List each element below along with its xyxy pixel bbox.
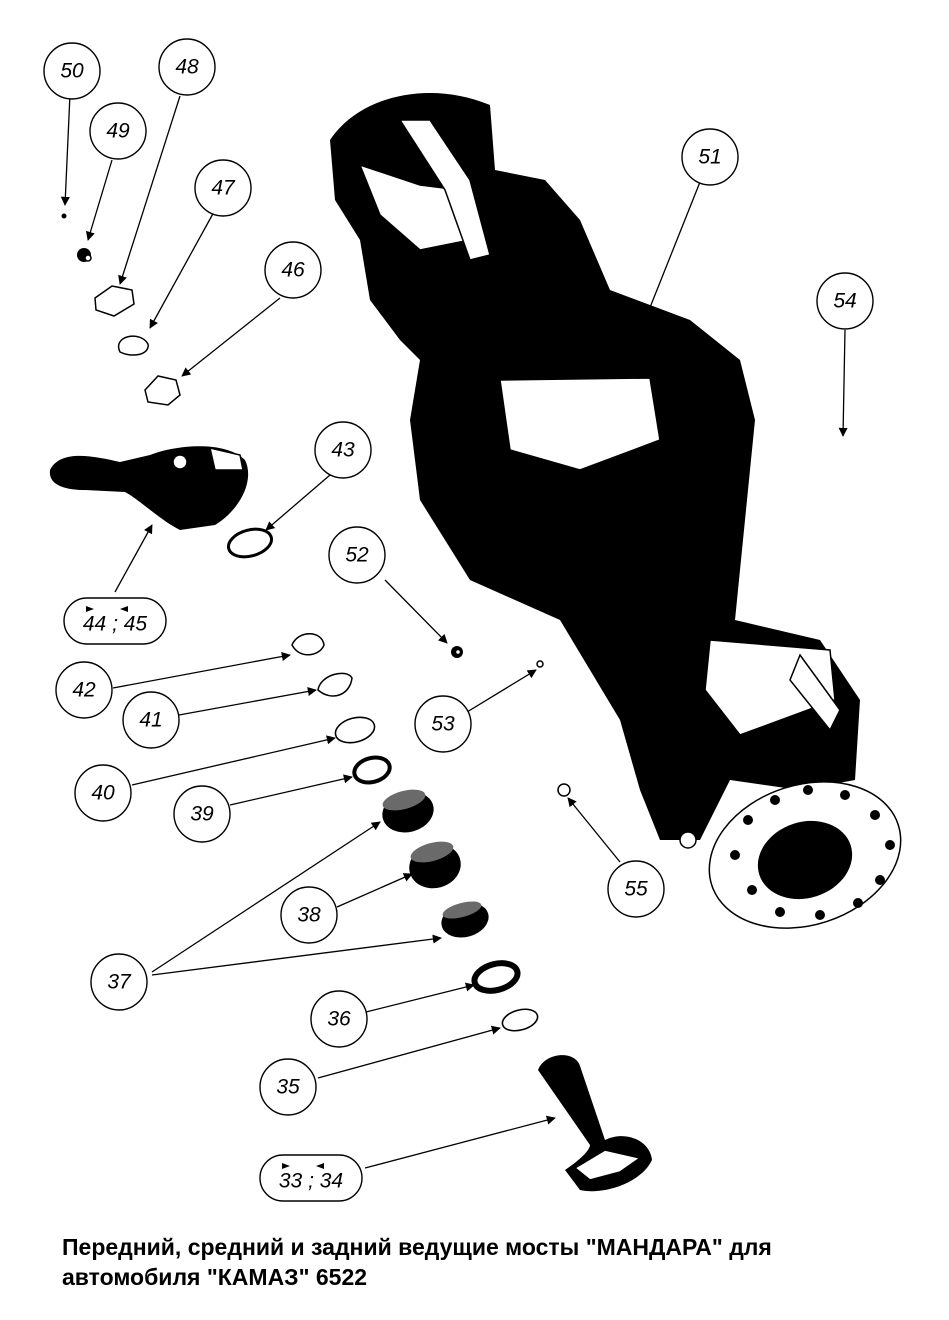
- svg-text:40: 40: [91, 782, 115, 805]
- part-43-ring: [226, 527, 274, 559]
- callout-50: 50: [43, 42, 101, 100]
- part-48-washer: [94, 285, 135, 317]
- callout-42: 42: [55, 661, 113, 719]
- part-41-washer: [317, 672, 353, 697]
- part-49-nut: [77, 248, 92, 262]
- diagram-caption: Передний, средний и задний ведущие мосты…: [62, 1232, 922, 1292]
- callout-41: 41: [122, 691, 180, 749]
- callout-38: 38: [280, 886, 338, 944]
- callout-35: 35: [259, 1058, 317, 1116]
- svg-text:39: 39: [190, 803, 214, 826]
- callout-52: 52: [328, 526, 386, 584]
- caption-line-2: автомобиля "КАМАЗ" 6522: [62, 1264, 368, 1290]
- part-36-ring: [471, 960, 521, 994]
- axle-housing-part: [330, 92, 902, 929]
- svg-text:46: 46: [281, 259, 305, 282]
- callout-37: 37: [90, 953, 148, 1011]
- part-42-washer: [291, 633, 325, 656]
- callout-40: 40: [74, 764, 132, 822]
- part-52-nut: [451, 646, 463, 658]
- part-50-dot: [61, 213, 67, 219]
- part-35-ring: [501, 1008, 539, 1032]
- svg-text:38: 38: [297, 904, 321, 927]
- callout-47: 47: [194, 159, 252, 217]
- callout-46: 46: [264, 241, 322, 299]
- svg-text:43: 43: [331, 439, 355, 462]
- svg-text:33 ; 34: 33 ; 34: [279, 1170, 343, 1193]
- leader-lines: [60, 93, 848, 1169]
- callout-53: 53: [414, 695, 472, 753]
- part-37-bushing-lower: [441, 901, 489, 938]
- part-33-34-pin: [538, 1055, 652, 1192]
- callout-54: 54: [816, 272, 874, 330]
- svg-text:48: 48: [175, 56, 199, 79]
- svg-text:47: 47: [211, 177, 236, 200]
- callout-43: 43: [314, 421, 372, 479]
- callout-55: 55: [607, 860, 665, 918]
- part-44-45-lever: [49, 446, 249, 530]
- svg-text:51: 51: [698, 146, 721, 169]
- svg-text:44 ; 45: 44 ; 45: [83, 613, 148, 636]
- exploded-parts-diagram: 50 49 48 47 46 51 54 43 52 44 ; 45 42 41…: [43, 38, 902, 1202]
- svg-text:36: 36: [327, 1008, 351, 1031]
- part-47-ring: [117, 335, 149, 356]
- part-46-gasket: [144, 375, 181, 406]
- svg-text:50: 50: [60, 60, 84, 83]
- callout-49: 49: [89, 102, 147, 160]
- svg-text:49: 49: [106, 120, 130, 143]
- part-39-ring: [352, 755, 392, 785]
- callout-36: 36: [310, 990, 368, 1048]
- svg-text:52: 52: [345, 544, 369, 567]
- callout-51: 51: [681, 128, 739, 186]
- callout-44-45: 44 ; 45: [63, 597, 167, 645]
- svg-text:35: 35: [276, 1076, 300, 1099]
- part-53-bolt: [536, 660, 544, 668]
- svg-text:41: 41: [139, 709, 162, 732]
- svg-text:37: 37: [107, 971, 132, 994]
- part-38-bushing: [409, 841, 461, 889]
- callout-33-34: 33 ; 34: [259, 1154, 363, 1202]
- svg-text:55: 55: [624, 878, 648, 901]
- part-55-nut: [557, 783, 571, 797]
- part-40-ring: [334, 716, 376, 744]
- svg-text:54: 54: [833, 290, 856, 313]
- part-37-bushing-upper: [382, 789, 434, 833]
- svg-text:53: 53: [431, 713, 455, 736]
- caption-line-1: Передний, средний и задний ведущие мосты…: [62, 1234, 772, 1260]
- callout-39: 39: [173, 785, 231, 843]
- svg-text:42: 42: [72, 679, 96, 702]
- callout-48: 48: [158, 38, 216, 96]
